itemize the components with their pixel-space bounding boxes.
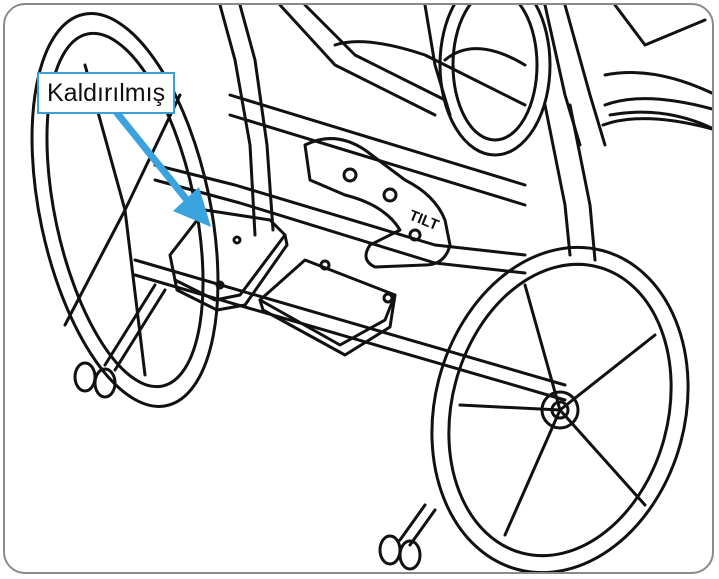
right-caster [378,503,437,571]
left-caster [73,283,167,399]
handle-grip [601,97,712,131]
figure-frame: TILT Kaldırılmış [3,3,714,574]
raised-footplate [168,208,289,312]
callout-label: Kaldırılmış [37,72,176,114]
frame-tubes [153,5,712,275]
lowered-footplate [258,258,397,357]
tilt-bracket [303,137,452,269]
wheelchair-illustration: TILT [30,5,712,572]
right-rear-wheel [430,245,690,572]
callout-arrow [113,109,211,227]
upper-wheel [438,5,552,157]
cross-bar [133,258,567,402]
left-rear-wheel [30,12,220,408]
